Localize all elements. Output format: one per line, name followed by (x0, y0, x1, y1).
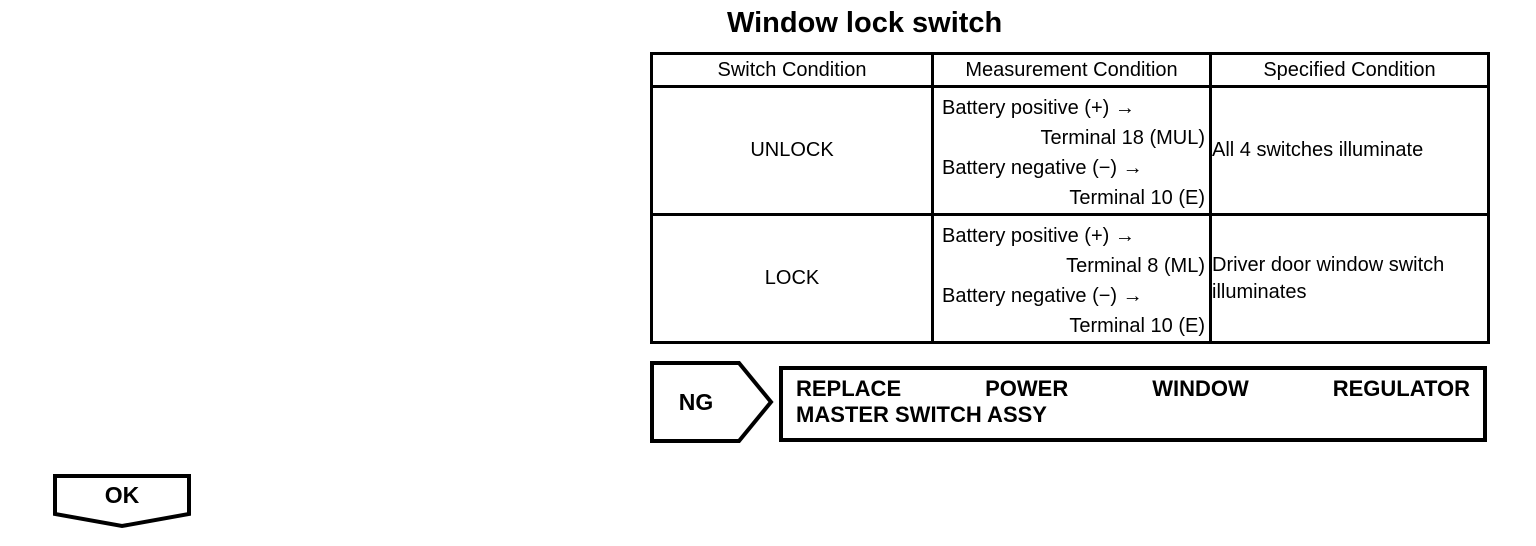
action-text-line: REPLACE POWER WINDOW REGULATOR (796, 376, 1470, 401)
table-row-lock: LOCK Battery positive (+) → Terminal 8 (… (650, 213, 1490, 344)
measurement-line: Terminal 10 (E) (1069, 187, 1205, 209)
ok-label: OK (104, 481, 140, 508)
specified-condition-value: All 4 switches illuminate (1209, 85, 1490, 216)
switch-condition-value: LOCK (650, 213, 934, 344)
replace-action-box: REPLACE POWER WINDOW REGULATOR MASTER SW… (779, 366, 1487, 442)
measurement-line: Terminal 18 (MUL) (1040, 127, 1205, 149)
measurement-condition-cell: Battery positive (+) → Terminal 8 (ML) B… (931, 213, 1212, 344)
measurement-line: Battery negative (−) → (942, 157, 1143, 179)
measurement-line: Battery positive (+) → (942, 225, 1135, 247)
switch-condition-value: UNLOCK (650, 85, 934, 216)
ng-arrow-shape (650, 361, 774, 443)
spec-table: Switch Condition Measurement Condition S… (650, 52, 1490, 344)
page-title: Window lock switch (727, 7, 1003, 39)
measurement-condition-cell: Battery positive (+) → Terminal 18 (MUL)… (931, 85, 1212, 216)
action-text-line: MASTER SWITCH ASSY (796, 402, 1047, 427)
col-header-measurement-condition: Measurement Condition (931, 52, 1212, 88)
table-header-row: Switch Condition Measurement Condition S… (650, 52, 1490, 88)
measurement-line: Terminal 8 (ML) (1066, 255, 1205, 277)
table-row-unlock: UNLOCK Battery positive (+) → Terminal 1… (650, 85, 1490, 216)
ng-label: NG (678, 388, 714, 415)
measurement-line: Battery positive (+) → (942, 97, 1135, 119)
col-header-switch-condition: Switch Condition (650, 52, 934, 88)
measurement-line: Battery negative (−) → (942, 285, 1143, 307)
col-header-specified-condition: Specified Condition (1209, 52, 1490, 88)
measurement-line: Terminal 10 (E) (1069, 315, 1205, 337)
ok-banner-shape (53, 474, 191, 529)
specified-condition-value: Driver door window switch illuminates (1209, 213, 1490, 344)
